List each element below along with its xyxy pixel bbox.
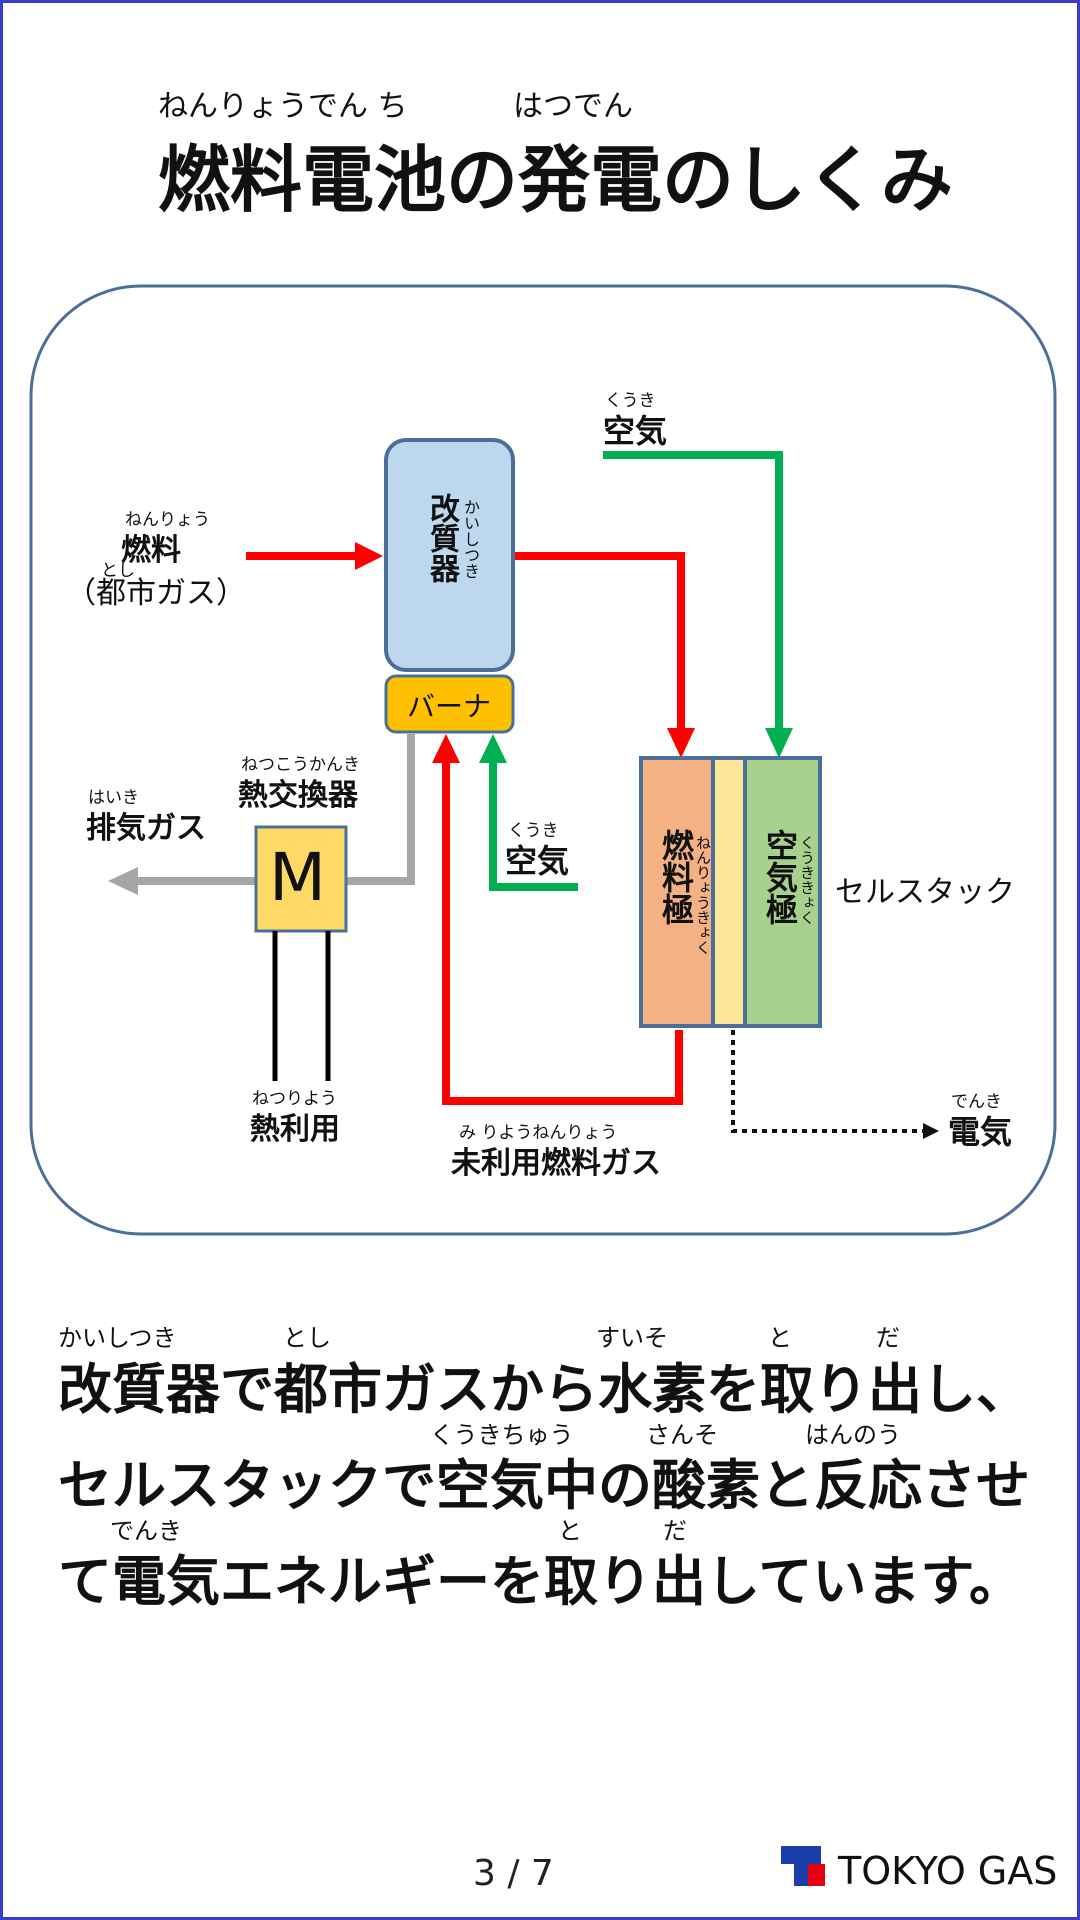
air-mid-furigana: くうき <box>508 821 559 841</box>
logo-blue-stem <box>794 1864 808 1886</box>
air-electrode-box <box>743 756 822 1028</box>
fuel-sub-furigana: とし <box>101 561 135 581</box>
hydrogen-flow-arrowhead <box>667 728 695 758</box>
tokyo-gas-logo-text: TOKYO GAS <box>838 1849 1058 1893</box>
furi-kaishitsuki: かいしつき <box>58 1324 177 1352</box>
furi-denki: でんき <box>110 1517 182 1545</box>
page-indicator: 3 / 7 <box>473 1853 554 1894</box>
air-mid-flow-arrowhead <box>479 734 507 763</box>
burner-label: バーナ <box>407 690 492 723</box>
heat-use-label: 熱利用 <box>250 1112 340 1147</box>
fuel-cell-diagram <box>29 284 1057 1236</box>
reformer-box <box>384 438 515 672</box>
reformer-furigana: かいしつき <box>461 499 480 579</box>
air-top-label: 空気 <box>603 412 668 450</box>
unused-fuel-flow-arrowhead <box>432 734 460 763</box>
body-line2: セルスタックで空気中の酸素と反応させ <box>58 1454 1030 1517</box>
membrane-box <box>711 756 747 1028</box>
title-furigana-right: はつでん <box>513 89 633 124</box>
air-mid-flow-line <box>489 758 578 891</box>
page-title: 燃料電池の発電のしくみ <box>158 138 953 222</box>
electricity-furigana: でんき <box>951 1092 1002 1112</box>
body-line1-furigana: かいしつき とし すいそ と だ <box>58 1318 1038 1352</box>
body-line3: て電気エネルギーを取り出しています。 <box>58 1550 1023 1613</box>
air-mid-label: 空気 <box>505 842 570 880</box>
air-top-flow-arrowhead <box>765 728 793 758</box>
cell-stack-label: セルスタック <box>835 875 1015 910</box>
furi-kuukichuu: くうきちゅう <box>430 1421 574 1449</box>
furi-to1: と <box>768 1324 792 1352</box>
furi-da2: だ <box>663 1517 687 1545</box>
unused-fuel-label: 未利用燃料ガス <box>451 1146 661 1181</box>
heat-exchanger-box <box>254 825 348 933</box>
furi-to2: と <box>558 1517 582 1545</box>
air-electrode-furigana: くうききょく <box>798 835 816 925</box>
air-electrode-label: 空気極 <box>761 829 799 925</box>
diagram-frame <box>29 284 1057 1236</box>
exhaust-flow-line <box>133 734 415 885</box>
air-top-furigana: くうき <box>605 391 656 411</box>
logo-blue-block <box>781 1846 821 1864</box>
body-line1: 改質器で都市ガスから水素を取り出し、 <box>58 1358 1030 1421</box>
fuel-input-arrowhead <box>355 542 383 570</box>
heat-use-furigana: ねつりよう <box>252 1089 337 1109</box>
exhaust-flow-arrowhead <box>108 867 138 895</box>
exhaust-furigana: はいき <box>88 788 139 808</box>
air-top-flow-line <box>603 451 783 733</box>
reformer-label: 改質器 <box>424 493 459 583</box>
furi-suiso: すいそ <box>596 1324 668 1352</box>
body-line2-furigana: くうきちゅう さんそ はんのう <box>58 1415 1038 1449</box>
furi-toshi: とし <box>283 1324 331 1352</box>
fuel-label: 燃料 <box>121 533 181 568</box>
fuel-sub-label: （都市ガス） <box>66 576 246 611</box>
furi-hannou: はんのう <box>805 1421 901 1449</box>
fuel-electrode-label: 燃料極 <box>657 829 695 925</box>
heat-exchanger-symbol: M <box>269 839 326 916</box>
title-furigana-left: ねんりょうでん ち <box>158 89 408 124</box>
electricity-flow-line <box>731 1030 925 1133</box>
electricity-label: 電気 <box>948 1113 1013 1151</box>
fuel-electrode-furigana: ねんりょうきょく <box>694 835 712 955</box>
tokyo-gas-logo-mark <box>781 1846 825 1886</box>
unused-fuel-flow-line <box>442 758 683 1105</box>
electricity-flow-arrowhead <box>923 1123 939 1139</box>
unused-fuel-furigana: み りようねんりょう <box>459 1123 618 1143</box>
exhaust-label: 排気ガス <box>86 811 206 846</box>
body-line3-furigana: でんき と だ <box>58 1511 1038 1545</box>
fuel-furigana: ねんりょう <box>125 510 210 530</box>
heat-exchanger-furigana: ねつこうかんき <box>241 755 360 775</box>
hydrogen-flow-line <box>515 552 685 733</box>
furi-sanso: さんそ <box>646 1421 718 1449</box>
heat-exchanger-label: 熱交換器 <box>238 778 358 813</box>
burner-box <box>384 674 515 734</box>
logo-red-block <box>808 1864 825 1886</box>
furi-da1: だ <box>876 1324 900 1352</box>
